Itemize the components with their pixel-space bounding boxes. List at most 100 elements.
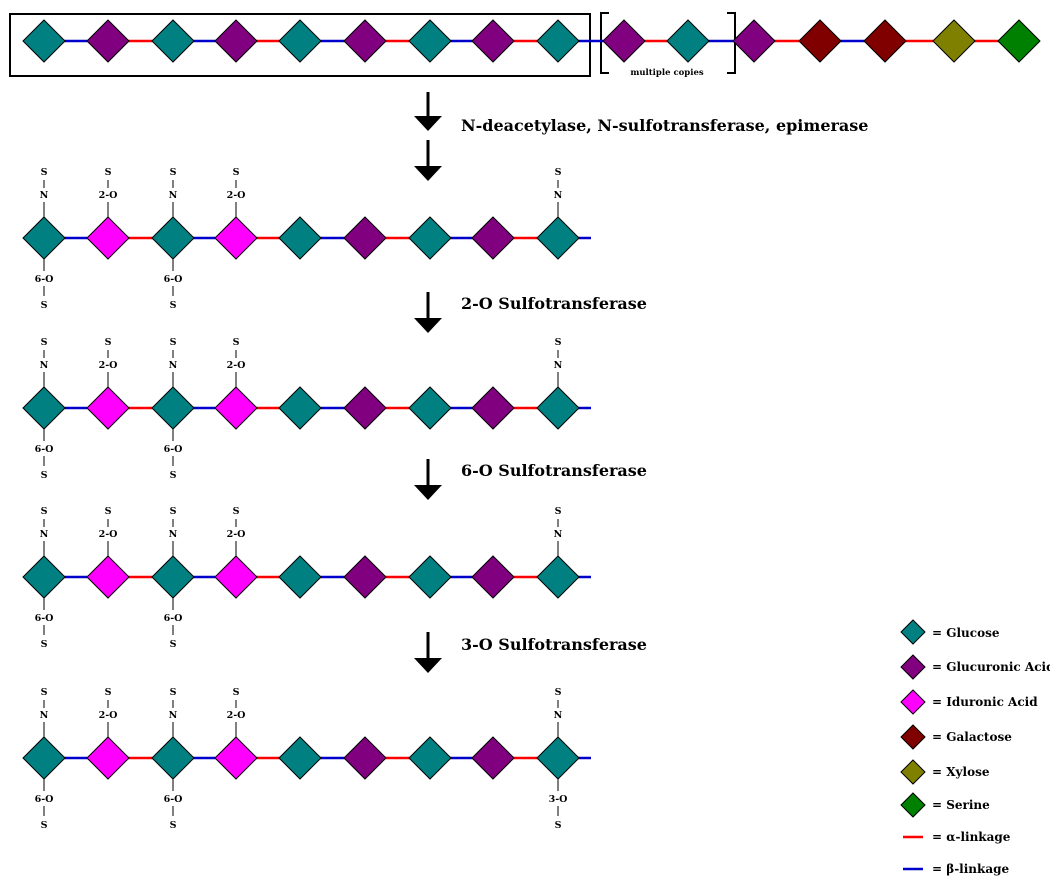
- glucose-unit: [22, 386, 66, 430]
- glucuronic-acid-unit: [471, 216, 515, 260]
- chain-units: [22, 555, 580, 599]
- o-group-label: 6-O: [35, 444, 54, 455]
- iduronic-acid-unit: [214, 386, 258, 430]
- galactose-unit: [863, 19, 907, 63]
- sulfate-label: S: [170, 300, 177, 311]
- o-group-label: 6-O: [35, 274, 54, 285]
- o-group-label: 6-O: [164, 613, 183, 624]
- glucose-unit: [536, 19, 580, 63]
- o-group-label: 2-O: [99, 529, 118, 540]
- xylose-unit: [932, 19, 976, 63]
- glucuronic-acid-unit: [471, 555, 515, 599]
- glucose-unit: [536, 736, 580, 780]
- n-group-label: N: [554, 360, 563, 371]
- legend-swatch-glucose: [900, 619, 926, 645]
- o-group-label: 2-O: [227, 190, 246, 201]
- o-group-label: 6-O: [164, 794, 183, 805]
- down-arrow: [414, 292, 442, 333]
- n-group-label: N: [40, 360, 49, 371]
- step-6o-sulfotransferase: 6-O Sulfotransferase SNS2-OSNS2-OSN6-OS6…: [22, 461, 647, 650]
- repeat-unit-box: [9, 13, 591, 77]
- bracket-right: [727, 12, 736, 74]
- legend-label: = Xylose: [932, 765, 990, 779]
- step-3o-sulfotransferase: 3-O Sulfotransferase SNS2-OSNS2-OSN6-OS6…: [22, 635, 647, 831]
- sulfate-label: S: [41, 300, 48, 311]
- legend-swatch-xylose: [900, 759, 926, 785]
- n-group-label: N: [169, 190, 178, 201]
- sulfate-label: S: [170, 820, 177, 831]
- sulfate-label: S: [233, 506, 240, 517]
- glucose-unit: [22, 555, 66, 599]
- legend-swatch-iduronic-acid: [900, 689, 926, 715]
- glucose-unit: [408, 19, 452, 63]
- multiple-copies-label: multiple copies: [630, 68, 704, 78]
- chain-units: [22, 216, 580, 260]
- glucose-unit: [536, 216, 580, 260]
- iduronic-acid-unit: [214, 216, 258, 260]
- sulfate-label: S: [41, 506, 48, 517]
- n-group-label: N: [40, 190, 49, 201]
- iduronic-acid-unit: [86, 736, 130, 780]
- o-group-label: 3-O: [549, 794, 568, 805]
- down-arrow: [414, 632, 442, 673]
- enzyme-label: 3-O Sulfotransferase: [461, 635, 647, 654]
- glucose-unit: [278, 555, 322, 599]
- n-group-label: N: [554, 710, 563, 721]
- glucose-unit: [278, 216, 322, 260]
- sulfate-label: S: [170, 687, 177, 698]
- o-group-label: 2-O: [227, 529, 246, 540]
- sulfate-label: S: [105, 506, 112, 517]
- down-arrow: [414, 92, 442, 131]
- glucuronic-acid-unit: [214, 19, 258, 63]
- legend-label: = Glucuronic Acid: [932, 660, 1050, 674]
- glucose-unit: [278, 386, 322, 430]
- sulfate-label: S: [170, 639, 177, 650]
- sulfate-label: S: [555, 820, 562, 831]
- glucuronic-acid-unit: [86, 19, 130, 63]
- glucose-unit: [278, 736, 322, 780]
- o-group-label: 2-O: [227, 710, 246, 721]
- n-group-label: N: [554, 529, 563, 540]
- glucose-unit: [666, 19, 710, 63]
- glucose-unit: [22, 736, 66, 780]
- glucuronic-acid-unit: [343, 736, 387, 780]
- sulfate-label: S: [555, 167, 562, 178]
- glucose-unit: [536, 386, 580, 430]
- o-group-label: 2-O: [99, 710, 118, 721]
- serine-unit: [997, 19, 1041, 63]
- glucose-unit: [151, 386, 195, 430]
- sulfate-label: S: [233, 687, 240, 698]
- glucuronic-acid-unit: [343, 19, 387, 63]
- iduronic-acid-unit: [86, 555, 130, 599]
- n-group-label: N: [169, 529, 178, 540]
- legend-swatch-glucuronic-acid: [900, 654, 926, 680]
- reaction-arrows: [414, 92, 442, 673]
- o-group-label: 6-O: [35, 794, 54, 805]
- legend-label: = Glucose: [932, 626, 1000, 640]
- o-group-label: 6-O: [35, 613, 54, 624]
- iduronic-acid-unit: [86, 216, 130, 260]
- sulfate-label: S: [41, 337, 48, 348]
- n-group-label: N: [554, 190, 563, 201]
- chain-units: [22, 736, 580, 780]
- legend-swatch-serine: [900, 792, 926, 818]
- enzyme-label: 2-O Sulfotransferase: [461, 294, 647, 313]
- legend-label: = β-linkage: [932, 862, 1010, 876]
- sulfate-label: S: [170, 470, 177, 481]
- glucose-unit: [22, 19, 66, 63]
- legend-label: = Iduronic Acid: [932, 695, 1038, 709]
- glucuronic-acid-unit: [602, 19, 646, 63]
- iduronic-acid-unit: [214, 736, 258, 780]
- sulfate-label: S: [41, 639, 48, 650]
- sulfate-label: S: [105, 687, 112, 698]
- glucose-unit: [151, 555, 195, 599]
- galactose-unit: [798, 19, 842, 63]
- o-group-label: 6-O: [164, 274, 183, 285]
- glucose-unit: [408, 216, 452, 260]
- legend-label: = Galactose: [932, 730, 1012, 744]
- o-group-label: 2-O: [227, 360, 246, 371]
- down-arrow: [414, 140, 442, 181]
- glucose-unit: [278, 19, 322, 63]
